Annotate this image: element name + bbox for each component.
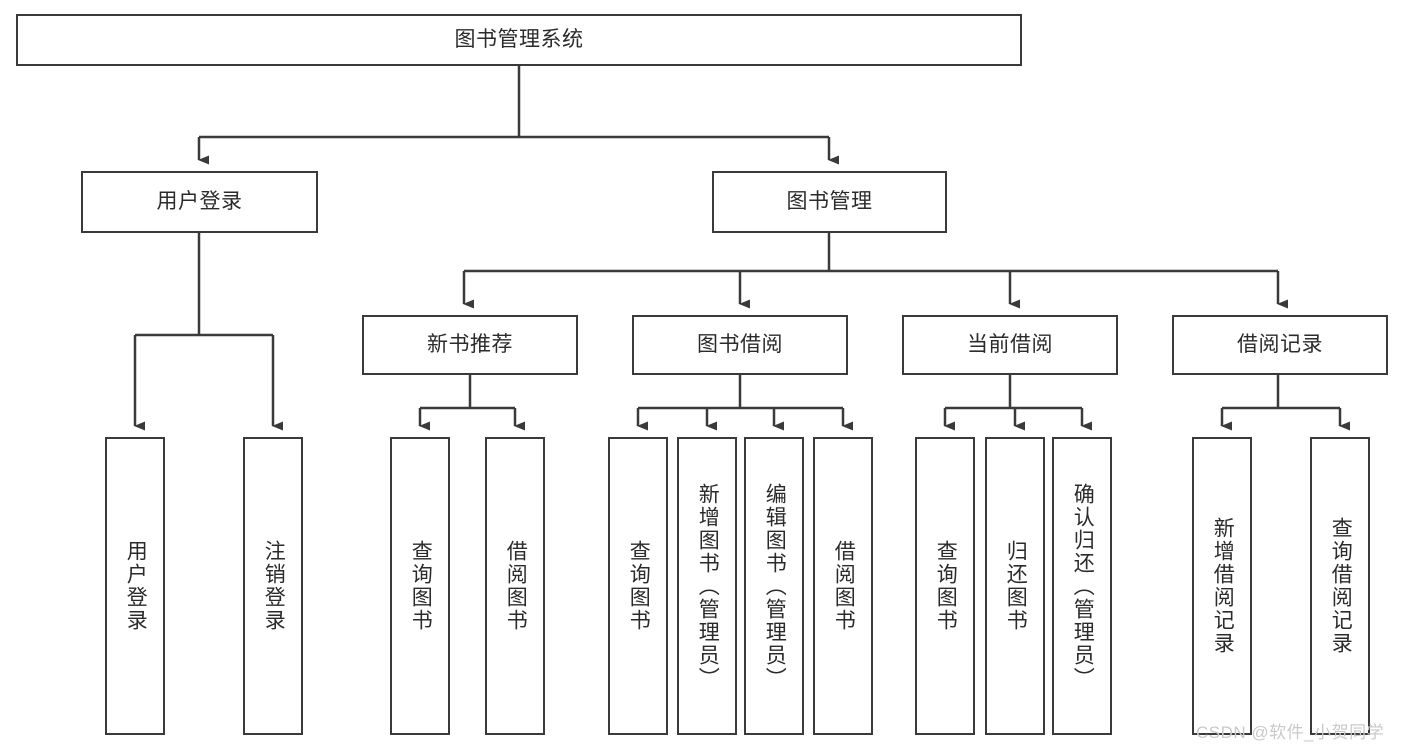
node-leaf-edit-book-admin[interactable]: 编辑图书（管理员） — [744, 437, 804, 735]
node-leaf-new-borrow-book[interactable]: 借阅图书 — [485, 437, 545, 735]
node-label-current-borrow: 当前借阅 — [967, 332, 1053, 356]
node-label-leaf-edit-book-admin: 编辑图书（管理员） — [763, 482, 787, 690]
node-label-borrow-record: 借阅记录 — [1237, 332, 1323, 356]
node-book-borrow[interactable]: 图书借阅 — [632, 315, 848, 375]
node-label-leaf-current-query-book: 查询图书 — [934, 540, 958, 632]
node-label-leaf-lend-book: 借阅图书 — [832, 540, 856, 632]
node-leaf-query-borrow-record[interactable]: 查询借阅记录 — [1310, 437, 1370, 735]
node-current-borrow[interactable]: 当前借阅 — [902, 315, 1118, 375]
node-leaf-confirm-return-admin[interactable]: 确认归还（管理员） — [1052, 437, 1112, 735]
node-leaf-add-book-admin[interactable]: 新增图书（管理员） — [677, 437, 737, 735]
node-leaf-current-query-book[interactable]: 查询图书 — [915, 437, 975, 735]
node-label-book-management: 图书管理 — [786, 189, 873, 213]
node-leaf-user-logout[interactable]: 注销登录 — [243, 437, 303, 735]
node-book-management[interactable]: 图书管理 — [712, 171, 947, 233]
node-label-root: 图书管理系统 — [454, 27, 584, 51]
node-label-leaf-borrow-query-book: 查询图书 — [627, 540, 651, 632]
node-label-leaf-return-book: 归还图书 — [1004, 540, 1028, 632]
node-label-leaf-new-query-book: 查询图书 — [409, 540, 433, 632]
node-label-leaf-add-book-admin: 新增图书（管理员） — [696, 482, 720, 690]
node-borrow-record[interactable]: 借阅记录 — [1172, 315, 1388, 375]
node-label-new-book-recommend: 新书推荐 — [427, 332, 513, 356]
node-leaf-new-query-book[interactable]: 查询图书 — [390, 437, 450, 735]
watermark-text: CSDN @软件_小贺同学 — [1196, 723, 1385, 742]
node-user-login[interactable]: 用户登录 — [81, 171, 318, 233]
node-leaf-borrow-query-book[interactable]: 查询图书 — [608, 437, 668, 735]
node-label-leaf-user-login: 用户登录 — [124, 540, 148, 632]
node-label-leaf-new-borrow-book: 借阅图书 — [504, 540, 528, 632]
node-label-user-login: 用户登录 — [156, 189, 243, 213]
node-root[interactable]: 图书管理系统 — [16, 14, 1022, 66]
node-new-book-recommend[interactable]: 新书推荐 — [362, 315, 578, 375]
node-leaf-return-book[interactable]: 归还图书 — [985, 437, 1045, 735]
node-label-leaf-user-logout: 注销登录 — [262, 540, 286, 632]
node-leaf-add-borrow-record[interactable]: 新增借阅记录 — [1192, 437, 1252, 735]
node-label-leaf-query-borrow-record: 查询借阅记录 — [1329, 517, 1353, 655]
node-leaf-lend-book[interactable]: 借阅图书 — [813, 437, 873, 735]
node-label-leaf-confirm-return-admin: 确认归还（管理员） — [1071, 482, 1095, 690]
node-leaf-user-login[interactable]: 用户登录 — [105, 437, 165, 735]
node-label-book-borrow: 图书借阅 — [697, 332, 783, 356]
node-label-leaf-add-borrow-record: 新增借阅记录 — [1211, 517, 1235, 655]
